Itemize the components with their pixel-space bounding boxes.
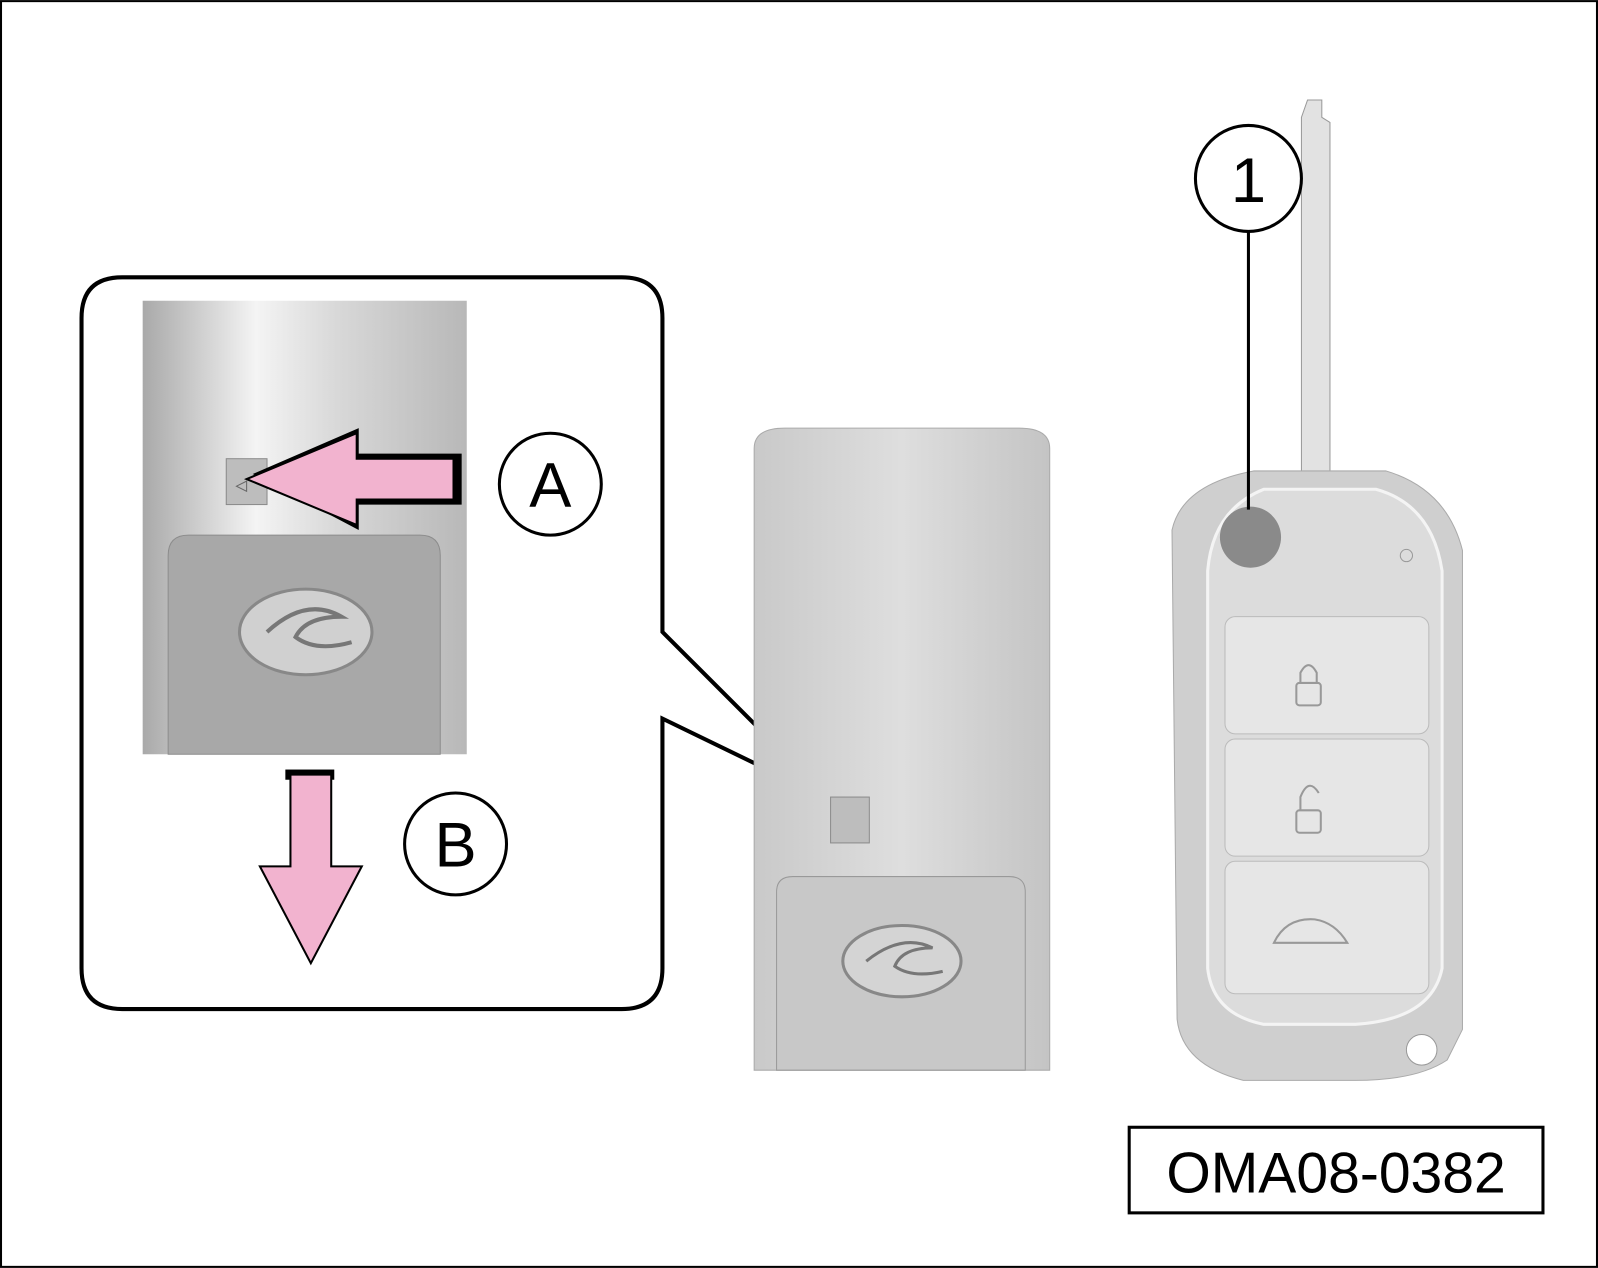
unlock-icon <box>1295 809 1322 834</box>
flip-key: 1 <box>1171 99 1463 1081</box>
unlock-button <box>1224 738 1430 857</box>
trunk-button <box>1224 860 1430 995</box>
callout-1-circle <box>1193 123 1303 233</box>
key-fob-back-view <box>753 427 1051 1071</box>
figure-code-box <box>1127 1125 1545 1215</box>
callout-b-circle <box>403 791 509 897</box>
callout-1-label: 1 <box>1231 146 1266 216</box>
detail-inset: A B <box>79 275 833 1012</box>
logo-emblem <box>237 587 374 677</box>
figure-code: OMA08-0382 <box>1166 1141 1505 1205</box>
car-trunk-icon <box>1272 918 1350 944</box>
blade-release-button <box>1219 506 1282 568</box>
key-blade <box>1300 99 1331 480</box>
callout-b-label: B <box>434 810 476 880</box>
lock-button <box>1224 616 1430 735</box>
lock-icon <box>1295 681 1322 707</box>
arrow-a <box>243 431 455 527</box>
callout-a-circle <box>497 431 603 537</box>
callout-a-label: A <box>529 451 572 521</box>
arrow-b <box>258 773 364 966</box>
